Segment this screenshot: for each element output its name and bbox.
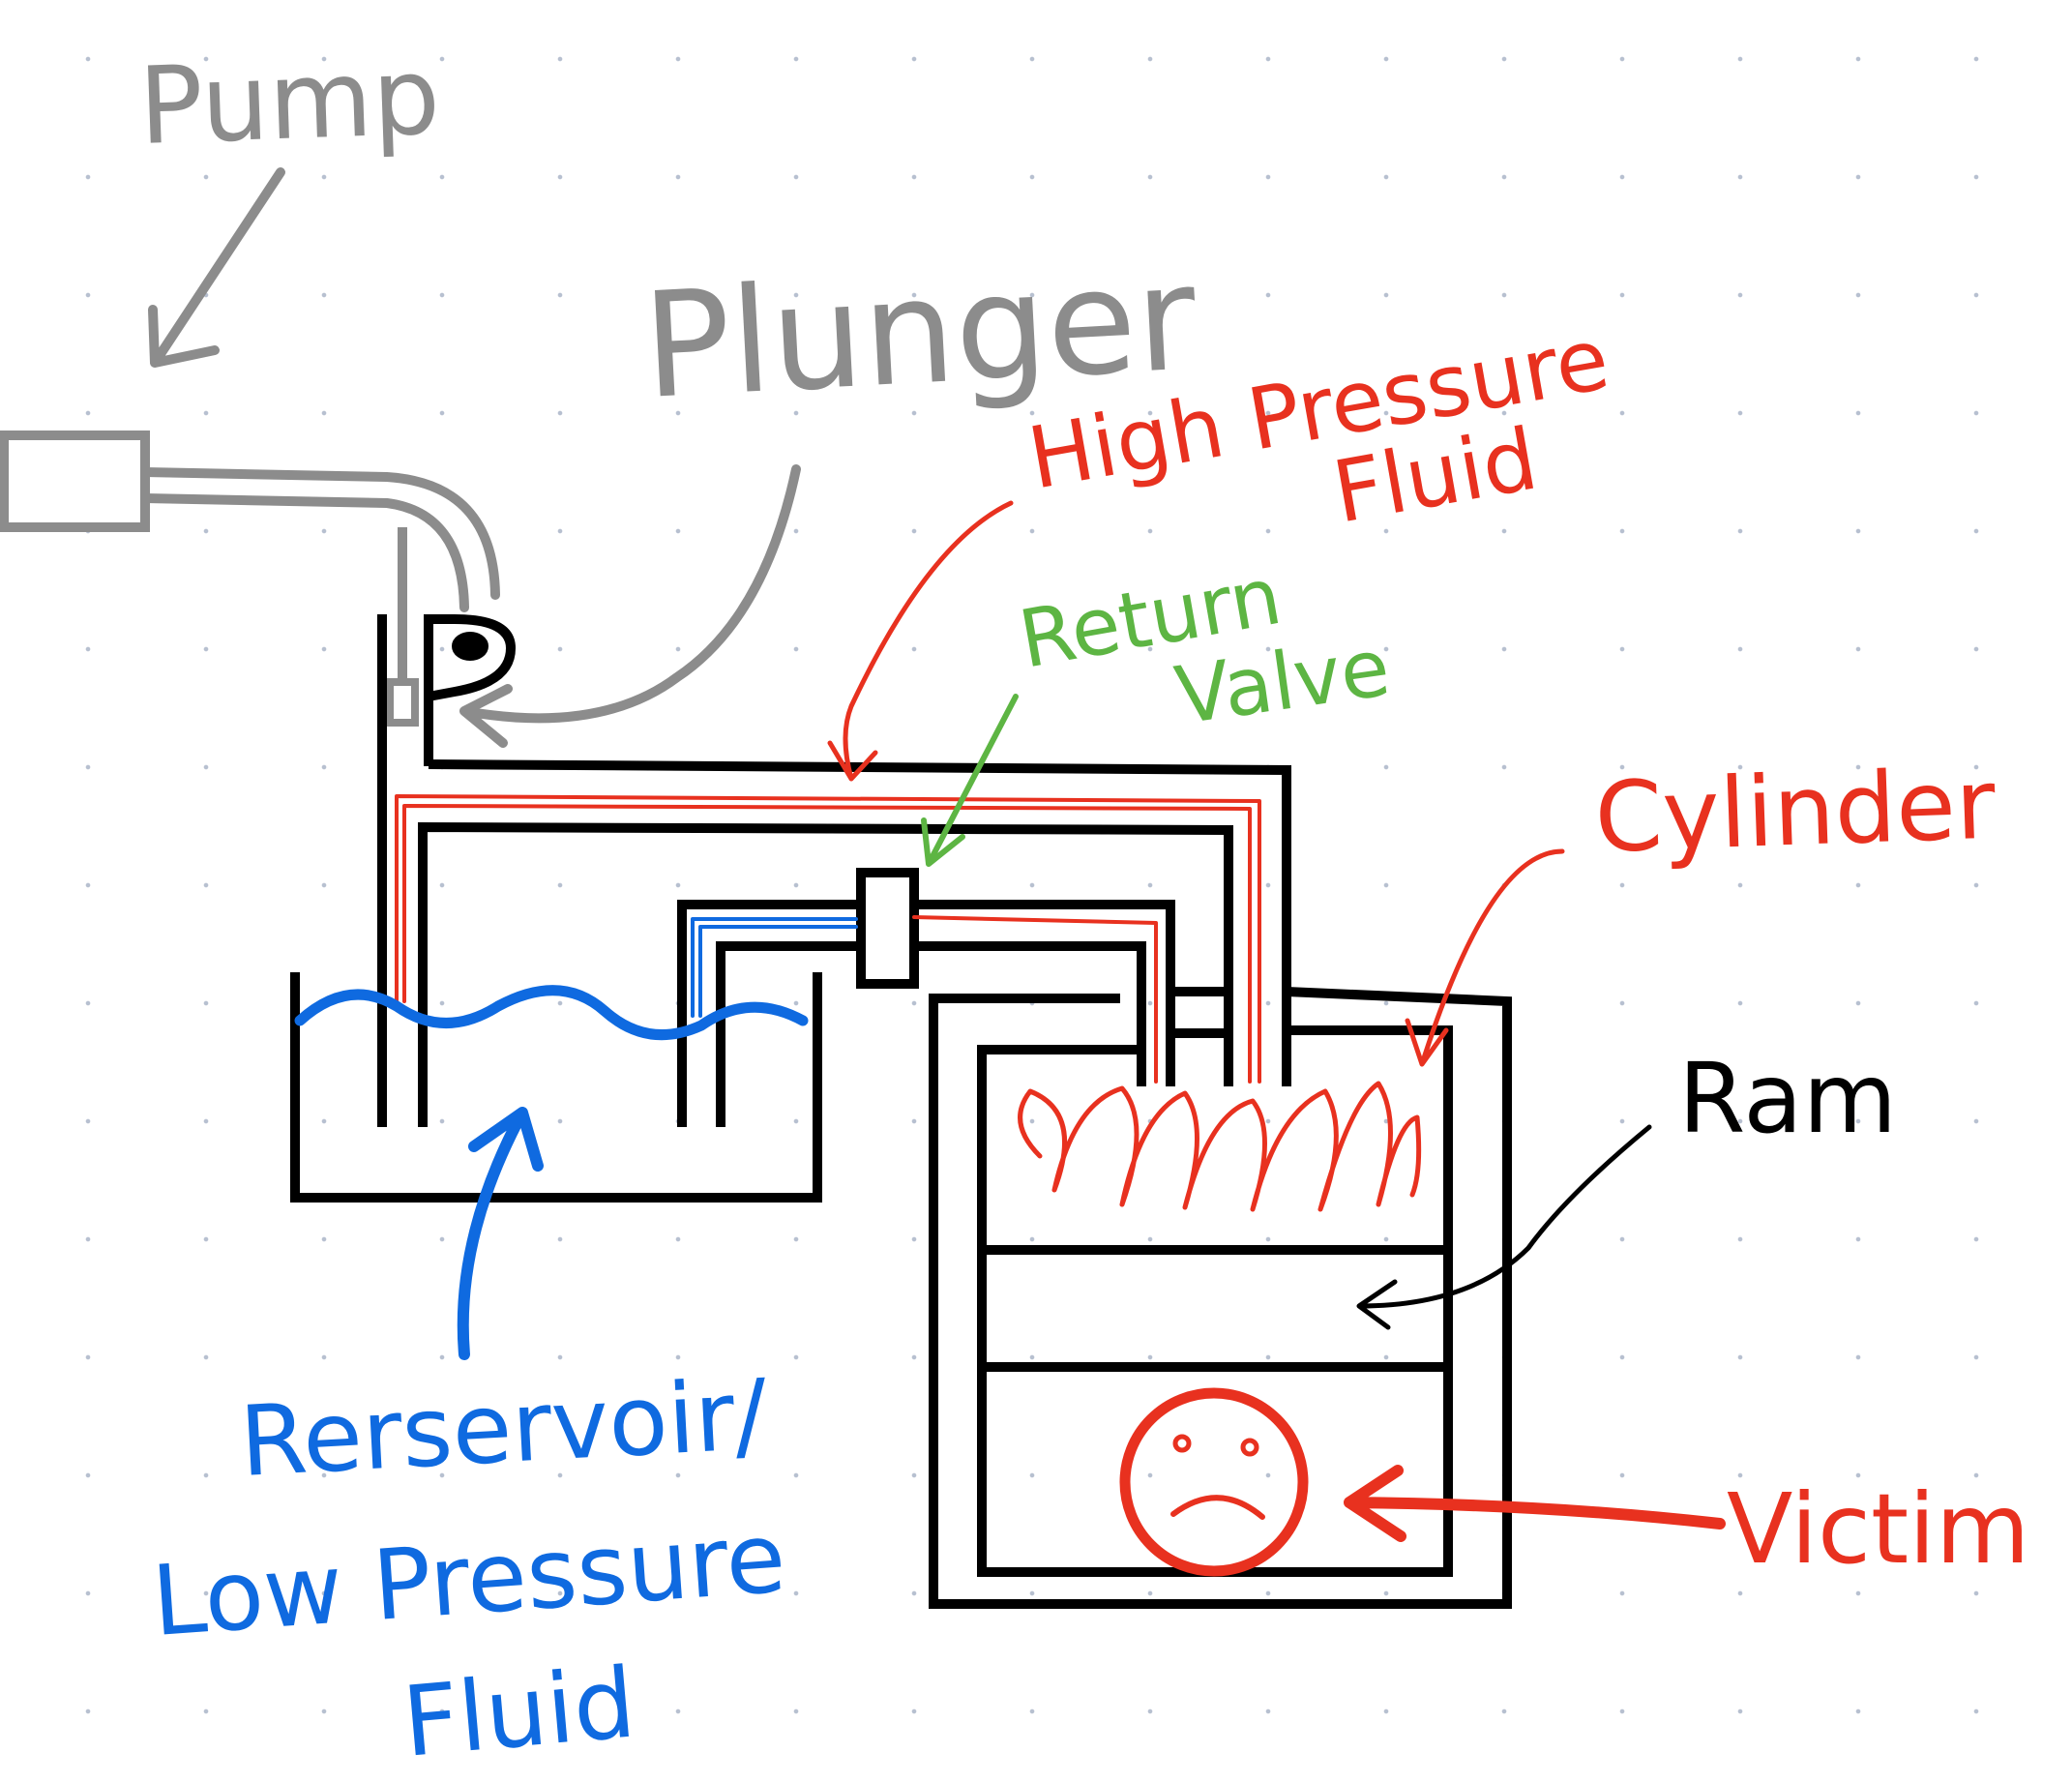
cylinder-inner-chamber [977, 1025, 1453, 1577]
plunger-arrow-icon [459, 464, 801, 748]
plunger-eye-icon [452, 632, 488, 661]
return-pipe-lower [716, 941, 861, 1127]
high-pressure-flow-line-1 [395, 794, 1261, 1084]
cylinder-outer-housing [929, 987, 1512, 1609]
victim-head [1119, 1387, 1309, 1577]
pump-arrow-icon [148, 167, 285, 368]
high-pressure-arrow-icon [827, 500, 1014, 782]
return-pipe-outer [677, 900, 861, 1127]
return-valve [856, 868, 919, 989]
reservoir-wave [294, 985, 809, 1041]
sad-face-icon [1119, 1387, 1309, 1577]
return-pipe-right-inner [914, 941, 1146, 1086]
plunger-label: Plunger [639, 234, 1200, 431]
return-pipe-right-outer [914, 900, 1175, 1086]
victim-mouth [1170, 1495, 1265, 1520]
ram-arrow-icon [1356, 1124, 1652, 1330]
victim-label: Victim [1727, 1472, 2029, 1586]
upper-pipe-outer [428, 759, 1291, 1086]
cylinder-label: Cylinder [1593, 748, 1998, 875]
reservoir-label-line1: Rerservoir/ [237, 1358, 770, 1499]
pump-label: Pump [136, 34, 441, 168]
return-flow-line-1 [691, 917, 858, 1018]
high-pressure-return-line [912, 915, 1158, 1084]
low-pressure-fluid [294, 917, 858, 1360]
upper-pipe-inner [418, 821, 1233, 1127]
return-flow-line-2 [698, 925, 858, 1018]
reservoir-tank [290, 972, 822, 1203]
victim-arrow-icon [1344, 1465, 1726, 1542]
plunger-body [424, 614, 517, 766]
return-valve-arrow-icon [921, 694, 1019, 867]
high-pressure-scribble [1018, 1081, 1422, 1212]
pump-handle [0, 431, 150, 532]
victim-left-eye [1172, 1434, 1192, 1453]
cylinder-arrow-icon [1405, 848, 1565, 1067]
high-pressure-flow-line-2 [402, 804, 1252, 1084]
high-pressure-fluid [395, 794, 1422, 1212]
reservoir-label-line2: Low Pressure [149, 1500, 789, 1657]
pump-plunger-block [386, 678, 419, 727]
pump-lever-outer [140, 467, 500, 600]
reservoir-label-line3: Fluid [399, 1646, 639, 1778]
victim-right-eye [1240, 1438, 1259, 1457]
ram-label: Ram [1678, 1042, 1897, 1155]
pump-assembly [0, 167, 500, 727]
reservoir-arrow-icon [457, 1107, 544, 1360]
pump-lever-inner [140, 493, 469, 612]
